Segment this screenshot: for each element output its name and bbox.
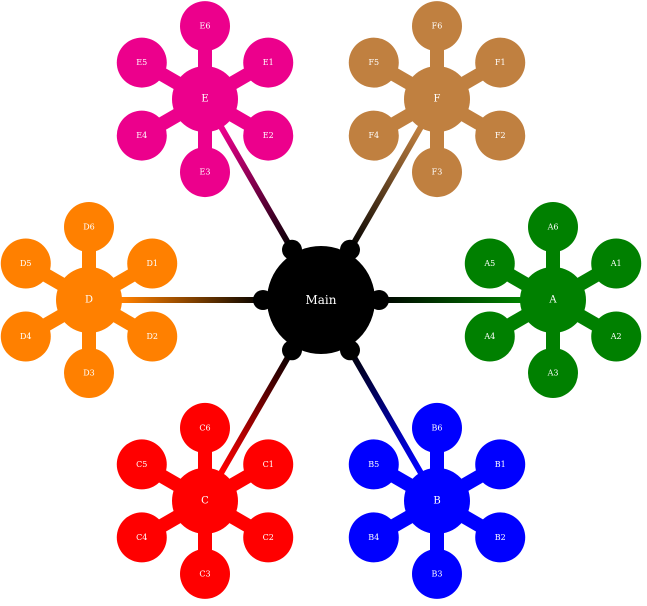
- leaf-label-f6: F6: [432, 22, 443, 31]
- leaf-node-e1: [243, 37, 294, 88]
- leaf-node-b3: [412, 548, 462, 599]
- leaf-label-b6: B6: [432, 423, 443, 432]
- center-label: Main: [305, 293, 336, 307]
- leaf-node-b5: [348, 439, 399, 490]
- leaf-label-b4: B4: [368, 533, 379, 542]
- hub-node-f: [404, 66, 470, 133]
- hub-label-c: C: [201, 495, 209, 506]
- leaf-label-d4: D4: [20, 332, 32, 341]
- leaf-label-c1: C1: [263, 460, 274, 469]
- leaf-label-a6: A6: [547, 223, 559, 232]
- leaf-label-f3: F3: [432, 168, 443, 177]
- hub-node-a: [520, 267, 586, 333]
- leaf-label-d1: D1: [146, 259, 158, 268]
- leaf-label-e4: E4: [136, 131, 147, 140]
- leaf-node-b6: [412, 402, 462, 453]
- leaf-label-a4: A4: [483, 332, 495, 341]
- leaf-label-e3: E3: [200, 168, 211, 177]
- hub-label-b: B: [433, 495, 440, 506]
- leaf-node-f2: [475, 110, 526, 161]
- leaf-node-c3: [180, 548, 230, 599]
- leaf-node-c6: [180, 402, 230, 453]
- leaf-label-e1: E1: [263, 58, 274, 67]
- leaf-node-b4: [348, 512, 399, 563]
- leaf-label-d3: D3: [83, 369, 95, 378]
- leaf-label-b1: B1: [495, 460, 506, 469]
- leaf-label-a2: A2: [610, 332, 622, 341]
- leaf-node-e4: [116, 110, 167, 161]
- leaf-node-c2: [243, 512, 294, 563]
- leaf-node-e6: [180, 1, 230, 52]
- leaf-node-d2: [127, 311, 178, 362]
- leaf-node-f6: [412, 1, 462, 52]
- leaf-node-a1: [591, 238, 642, 289]
- leaf-label-d2: D2: [146, 332, 158, 341]
- leaf-node-e2: [243, 110, 294, 161]
- leaf-label-d5: D5: [20, 259, 32, 268]
- leaf-node-a2: [591, 311, 642, 362]
- leaf-node-d1: [127, 238, 178, 289]
- hub-node-e: [172, 66, 238, 133]
- leaf-node-e3: [180, 147, 230, 198]
- leaf-label-e6: E6: [200, 22, 211, 31]
- leaf-node-d6: [64, 202, 114, 252]
- hub-node-d: [56, 267, 122, 333]
- leaf-node-d3: [64, 348, 114, 398]
- leaf-node-b2: [475, 512, 526, 563]
- leaf-node-c1: [243, 439, 294, 490]
- leaf-node-a4: [464, 311, 515, 362]
- leaf-node-f5: [348, 37, 399, 88]
- leaf-node-f3: [412, 147, 462, 198]
- leaf-label-a5: A5: [483, 259, 495, 268]
- leaf-label-f4: F4: [368, 131, 379, 140]
- leaf-node-c4: [116, 512, 167, 563]
- hub-label-e: E: [201, 94, 208, 105]
- leaf-label-a3: A3: [547, 369, 559, 378]
- leaf-node-a3: [528, 348, 578, 398]
- hub-label-d: D: [85, 295, 93, 306]
- center-circle: [267, 246, 375, 354]
- hub-label-f: F: [434, 94, 441, 105]
- hub-label-a: A: [548, 295, 557, 306]
- leaf-node-f1: [475, 37, 526, 88]
- leaf-node-b1: [475, 439, 526, 490]
- leaf-label-c2: C2: [263, 533, 274, 542]
- leaf-node-a6: [528, 202, 578, 252]
- hub-node-b: [404, 467, 470, 534]
- leaf-label-f2: F2: [495, 131, 506, 140]
- leaf-label-b2: B2: [495, 533, 506, 542]
- leaf-node-d5: [0, 238, 51, 289]
- leaf-label-c5: C5: [136, 460, 147, 469]
- center-node: Main: [253, 239, 389, 361]
- leaf-label-c6: C6: [199, 423, 210, 432]
- leaf-label-e2: E2: [263, 131, 274, 140]
- leaf-node-e5: [116, 37, 167, 88]
- leaf-label-f5: F5: [368, 58, 379, 67]
- leaf-label-d6: D6: [83, 223, 95, 232]
- leaf-node-a5: [464, 238, 515, 289]
- leaf-label-b5: B5: [368, 460, 379, 469]
- leaf-label-c3: C3: [199, 569, 210, 578]
- leaf-node-f4: [348, 110, 399, 161]
- leaf-label-c4: C4: [136, 533, 147, 542]
- leaf-node-d4: [0, 311, 51, 362]
- leaf-label-a1: A1: [610, 259, 622, 268]
- leaf-label-e5: E5: [136, 58, 147, 67]
- leaf-label-b3: B3: [432, 569, 443, 578]
- hub-node-c: [172, 467, 238, 534]
- leaf-node-c5: [116, 439, 167, 490]
- leaf-label-f1: F1: [495, 58, 506, 67]
